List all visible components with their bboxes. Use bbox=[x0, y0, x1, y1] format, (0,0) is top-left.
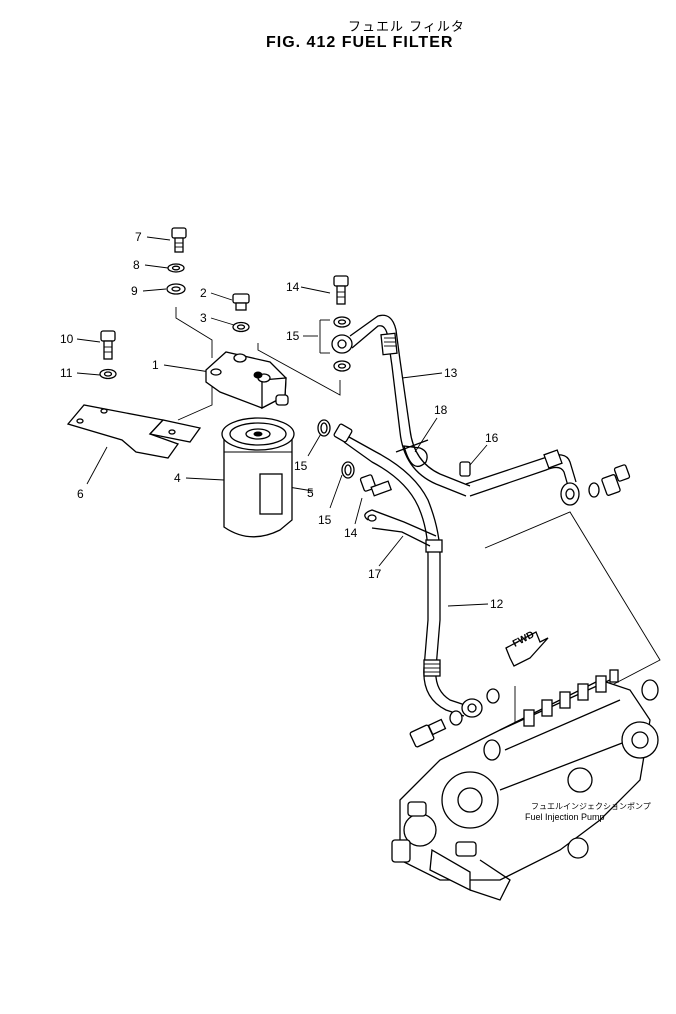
callout-18: 18 bbox=[434, 403, 448, 417]
o-ring-15-b bbox=[341, 461, 355, 479]
callout-3: 3 bbox=[200, 311, 207, 325]
leader-lines bbox=[76, 236, 661, 855]
callout-6: 6 bbox=[77, 487, 84, 501]
delivery-valves bbox=[523, 669, 619, 727]
callout-14-upper: 14 bbox=[286, 280, 300, 294]
fuel-injection-pump bbox=[391, 669, 659, 901]
callout-15-middle: 15 bbox=[294, 459, 308, 473]
filter-cartridge-4 bbox=[221, 417, 295, 538]
callout-9: 9 bbox=[131, 284, 138, 298]
washer-3 bbox=[232, 321, 250, 333]
washer-11 bbox=[99, 368, 117, 380]
callout-13: 13 bbox=[444, 366, 458, 380]
fuel-pipe-16 bbox=[459, 449, 631, 506]
clip-17 bbox=[364, 509, 437, 547]
callout-1: 1 bbox=[152, 358, 159, 372]
bolt-10 bbox=[100, 330, 116, 360]
callout-7: 7 bbox=[135, 230, 142, 244]
o-ring-15-a bbox=[317, 419, 331, 437]
callout-5: 5 bbox=[307, 486, 314, 500]
callout-8: 8 bbox=[133, 258, 140, 272]
washer-9 bbox=[166, 283, 186, 295]
callout-11: 11 bbox=[60, 366, 73, 380]
callout-16: 16 bbox=[485, 431, 499, 445]
pump-label: Fuel Injection Pump bbox=[525, 812, 605, 822]
clamp-18 bbox=[395, 439, 429, 467]
plug-2 bbox=[232, 293, 250, 311]
callout-2: 2 bbox=[200, 286, 207, 300]
callout-15-upper: 15 bbox=[286, 329, 300, 343]
diagram-title-japanese: フュエル フィルタ bbox=[348, 20, 465, 35]
eye-bolt-14-lower bbox=[359, 474, 393, 497]
eye-bolt-14-upper bbox=[333, 275, 349, 305]
banjo-fitting-upper bbox=[331, 334, 353, 354]
callout-10: 10 bbox=[60, 332, 74, 346]
fwd-arrow-icon bbox=[505, 631, 549, 667]
callout-14-lower: 14 bbox=[344, 526, 358, 540]
fuel-hose-12 bbox=[333, 423, 500, 748]
washer-15-lower bbox=[333, 360, 351, 372]
pump-label-japanese: フュエルインジェクションポンプ bbox=[531, 802, 651, 811]
washer-15-upper bbox=[333, 316, 351, 328]
callout-15-lower: 15 bbox=[318, 513, 332, 527]
diagram-title: FIG. 412 FUEL FILTER bbox=[266, 34, 454, 51]
washer-8 bbox=[167, 263, 185, 273]
callout-4: 4 bbox=[174, 471, 181, 485]
bolt-7 bbox=[171, 227, 187, 253]
fuel-hose-13 bbox=[349, 314, 471, 497]
filter-head-1 bbox=[205, 351, 289, 410]
callout-17: 17 bbox=[368, 567, 382, 581]
bracket-6 bbox=[66, 404, 202, 459]
callout-12: 12 bbox=[490, 597, 504, 611]
